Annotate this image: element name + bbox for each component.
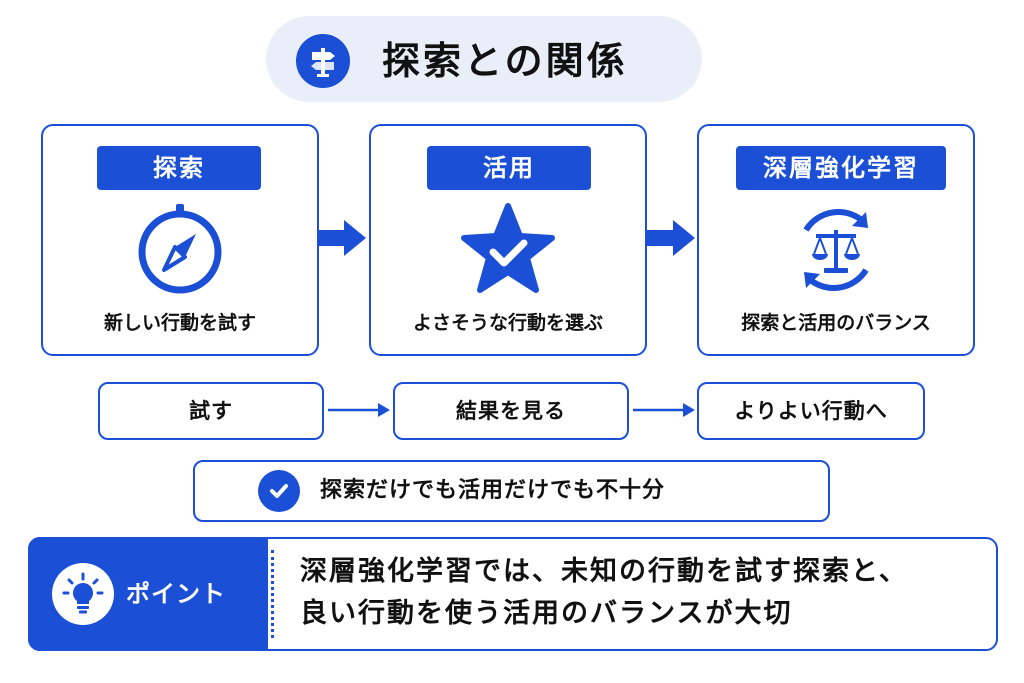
- stage-label-exploitation: 活用: [427, 146, 591, 190]
- stage-desc-deep-rl: 探索と活用のバランス: [741, 312, 931, 334]
- signpost-icon: [296, 34, 350, 88]
- arrow-right-icon: [647, 218, 697, 258]
- stage-label-exploration: 探索: [97, 146, 261, 190]
- balance-scale-cycle-icon: [786, 200, 886, 300]
- point-divider: [271, 550, 274, 638]
- point-label: ポイント: [126, 580, 226, 608]
- point-text: 深層強化学習では、未知の行動を試す探索と、 良い行動を使う活用のバランスが大切: [300, 551, 990, 641]
- point-line-1: 深層強化学習では、未知の行動を試す探索と、: [300, 556, 908, 587]
- point-line-2: 良い行動を使う活用のバランスが大切: [300, 598, 793, 629]
- process-step-see-result: 結果を見る: [393, 382, 629, 440]
- arrow-right-icon: [326, 400, 392, 420]
- arrow-right-icon: [318, 218, 368, 258]
- stage-desc-exploitation: よさそうな行動を選ぶ: [412, 312, 603, 334]
- star-check-icon: [458, 200, 558, 300]
- stage-label-deep-rl: 深層強化学習: [736, 146, 946, 190]
- note-text: 探索だけでも活用だけでも不十分: [320, 478, 666, 503]
- stage-desc-exploration: 新しい行動を試す: [103, 312, 256, 334]
- check-icon: [258, 470, 300, 512]
- arrow-right-icon: [631, 400, 697, 420]
- lightbulb-icon: [52, 563, 114, 625]
- page-title: 探索との関係: [382, 39, 628, 83]
- process-step-better-action: よりよい行動へ: [697, 382, 925, 440]
- process-step-try: 試す: [98, 382, 324, 440]
- compass-icon: [130, 200, 230, 300]
